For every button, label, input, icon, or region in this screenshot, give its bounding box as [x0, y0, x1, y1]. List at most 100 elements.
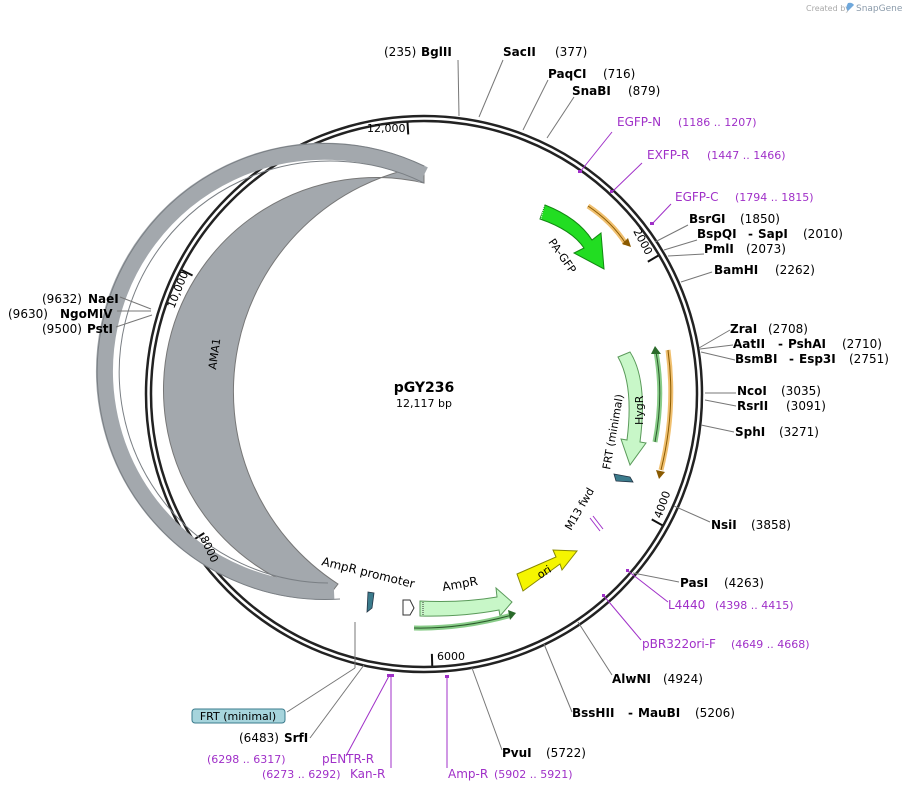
- site-ncoi-name[interactable]: NcoI: [737, 384, 767, 398]
- site-zrai-name[interactable]: ZraI: [730, 322, 757, 336]
- site-bsshii-pos: (5206): [695, 706, 735, 720]
- site-rsrii-pos: (3091): [786, 399, 826, 413]
- site-aatii-sep: -: [778, 337, 783, 351]
- site-ngomiv-pos: (9630): [8, 307, 48, 321]
- site-ngomiv-name[interactable]: NgoMIV: [60, 307, 113, 321]
- ori-feature[interactable]: [516, 549, 578, 592]
- site-bspqi-sep: -: [748, 227, 753, 241]
- site-rsrii-name[interactable]: RsrII: [737, 399, 768, 413]
- site-sphi-name[interactable]: SphI: [735, 425, 765, 439]
- site-leader-lines: [115, 59, 737, 751]
- pa-gfp-orf-head: [622, 238, 631, 247]
- hygr-orange-orf: [658, 349, 674, 471]
- site-zrai-pos: (2708): [768, 322, 808, 336]
- frt-right-feature[interactable]: [613, 473, 634, 483]
- m13-fwd-line2: [592, 515, 604, 530]
- site-bamhi-name[interactable]: BamHI: [714, 263, 758, 277]
- m13-fwd-feature[interactable]: [589, 517, 601, 532]
- pa-gfp-feature[interactable]: [539, 204, 605, 270]
- primer-pbr322ori-f-name[interactable]: pBR322ori-F: [642, 637, 716, 651]
- site-snabi-name[interactable]: SnaBI: [572, 84, 611, 98]
- site-aatii-pos: (2710): [842, 337, 882, 351]
- hygr-label: HygR: [633, 395, 646, 425]
- site-alwni-name[interactable]: AlwNI: [612, 672, 651, 686]
- site-sacii-pos: (377): [555, 45, 587, 59]
- watermark-text: Created by: [806, 4, 850, 13]
- primer-l4440-name[interactable]: L4440: [668, 598, 705, 612]
- site-aatii-name[interactable]: AatII: [733, 337, 765, 351]
- ampr-feature[interactable]: [419, 586, 513, 618]
- primer-egfp-n-pos: (1186 .. 1207): [678, 116, 757, 129]
- site-bsmbi-pos: (2751): [849, 352, 889, 366]
- site-pmli-name[interactable]: PmlI: [704, 242, 734, 256]
- primer-exfp-r-name[interactable]: EXFP-R: [647, 148, 689, 162]
- site-naei-pos: (9632): [42, 292, 82, 306]
- plasmid-name: pGY236: [394, 380, 455, 396]
- site-pshai-name[interactable]: PshAI: [788, 337, 826, 351]
- site-snabi-pos: (879): [628, 84, 660, 98]
- site-pasi-name[interactable]: PasI: [680, 576, 708, 590]
- ampr-orf-head: [508, 610, 516, 620]
- tick-mark-12000: [406, 122, 410, 135]
- site-sapi-name[interactable]: SapI: [758, 227, 788, 241]
- site-bsshii-sep: -: [628, 706, 633, 720]
- site-bsrgi-name[interactable]: BsrGI: [689, 212, 726, 226]
- primer-egfp-n-name[interactable]: EGFP-N: [617, 115, 661, 129]
- primer-labels: EGFP-N (1186 .. 1207) EXFP-R (1447 .. 14…: [207, 115, 814, 781]
- site-sphi-pos: (3271): [779, 425, 819, 439]
- primer-kan-r-pos: (6273 .. 6292): [262, 768, 341, 781]
- site-srfi-name[interactable]: SrfI: [284, 731, 308, 745]
- snapgene-logo-icon: [846, 2, 854, 11]
- pa-gfp-label: PA-GFP: [546, 236, 579, 276]
- site-sacii-name[interactable]: SacII: [503, 45, 536, 59]
- site-paqci-name[interactable]: PaqCI: [548, 67, 586, 81]
- ama1-label: AMA1: [206, 337, 223, 370]
- tick-label-4000: 4000: [652, 489, 674, 520]
- ama1-feature[interactable]: [163, 165, 425, 598]
- primer-kan-r-name[interactable]: Kan-R: [350, 767, 385, 781]
- site-bglii-name[interactable]: BglII: [421, 45, 452, 59]
- m13-label: M13 fwd: [562, 486, 597, 533]
- primer-pbr322ori-f-pos: (4649 .. 4668): [731, 638, 810, 651]
- site-alwni-pos: (4924): [663, 672, 703, 686]
- site-bsshii-name[interactable]: BssHII: [572, 706, 614, 720]
- primer-l4440-pos: (4398 .. 4415): [715, 599, 794, 612]
- site-pasi-pos: (4263): [724, 576, 764, 590]
- primer-egfp-c-pos: (1794 .. 1815): [735, 191, 814, 204]
- plasmid-size: 12,117 bp: [396, 397, 452, 410]
- tick-label-6000: 6000: [437, 650, 465, 663]
- site-nsii-name[interactable]: NsiI: [711, 518, 737, 532]
- site-bsmbi-name[interactable]: BsmBI: [735, 352, 777, 366]
- tick-mark-8000: [193, 532, 205, 541]
- primer-exfp-r-pos: (1447 .. 1466): [707, 149, 786, 162]
- site-bsmbi-sep: -: [789, 352, 794, 366]
- site-srfi-pos: (6483): [239, 731, 279, 745]
- backbone-inner: [149, 119, 699, 669]
- primer-egfp-c-name[interactable]: EGFP-C: [675, 190, 718, 204]
- pa-gfp-start-marker: [540, 205, 545, 220]
- frt-box[interactable]: [191, 708, 286, 724]
- frt-bottom-feature[interactable]: [366, 591, 375, 613]
- site-bglii-pos: (235): [384, 45, 416, 59]
- primer-pentr-r-name[interactable]: pENTR-R: [322, 752, 374, 766]
- frt-box-label: FRT (minimal): [200, 710, 276, 723]
- primer-leader-lines: [345, 131, 672, 768]
- ampr-promoter-feature[interactable]: [402, 599, 415, 616]
- site-naei-name[interactable]: NaeI: [88, 292, 119, 306]
- primer-amp-r-name[interactable]: Amp-R: [448, 767, 488, 781]
- primer-pentr-r-pos: (6298 .. 6317): [207, 753, 286, 766]
- site-nsii-pos: (3858): [751, 518, 791, 532]
- site-bamhi-pos: (2262): [775, 263, 815, 277]
- primer-amp-r-pos: (5902 .. 5921): [494, 768, 573, 781]
- site-esp3i-name[interactable]: Esp3I: [799, 352, 836, 366]
- site-bspqi-name[interactable]: BspQI: [697, 227, 737, 241]
- ama1-arc-edge-outer: [96, 142, 425, 600]
- site-pvui-name[interactable]: PvuI: [502, 746, 532, 760]
- backbone-outer: [144, 114, 704, 674]
- hygr-feature[interactable]: [617, 351, 647, 467]
- site-pmli-pos: (2073): [746, 242, 786, 256]
- site-maubi-name[interactable]: MauBI: [638, 706, 680, 720]
- tick-marks: [181, 122, 663, 666]
- site-psti-name[interactable]: PstI: [87, 322, 113, 336]
